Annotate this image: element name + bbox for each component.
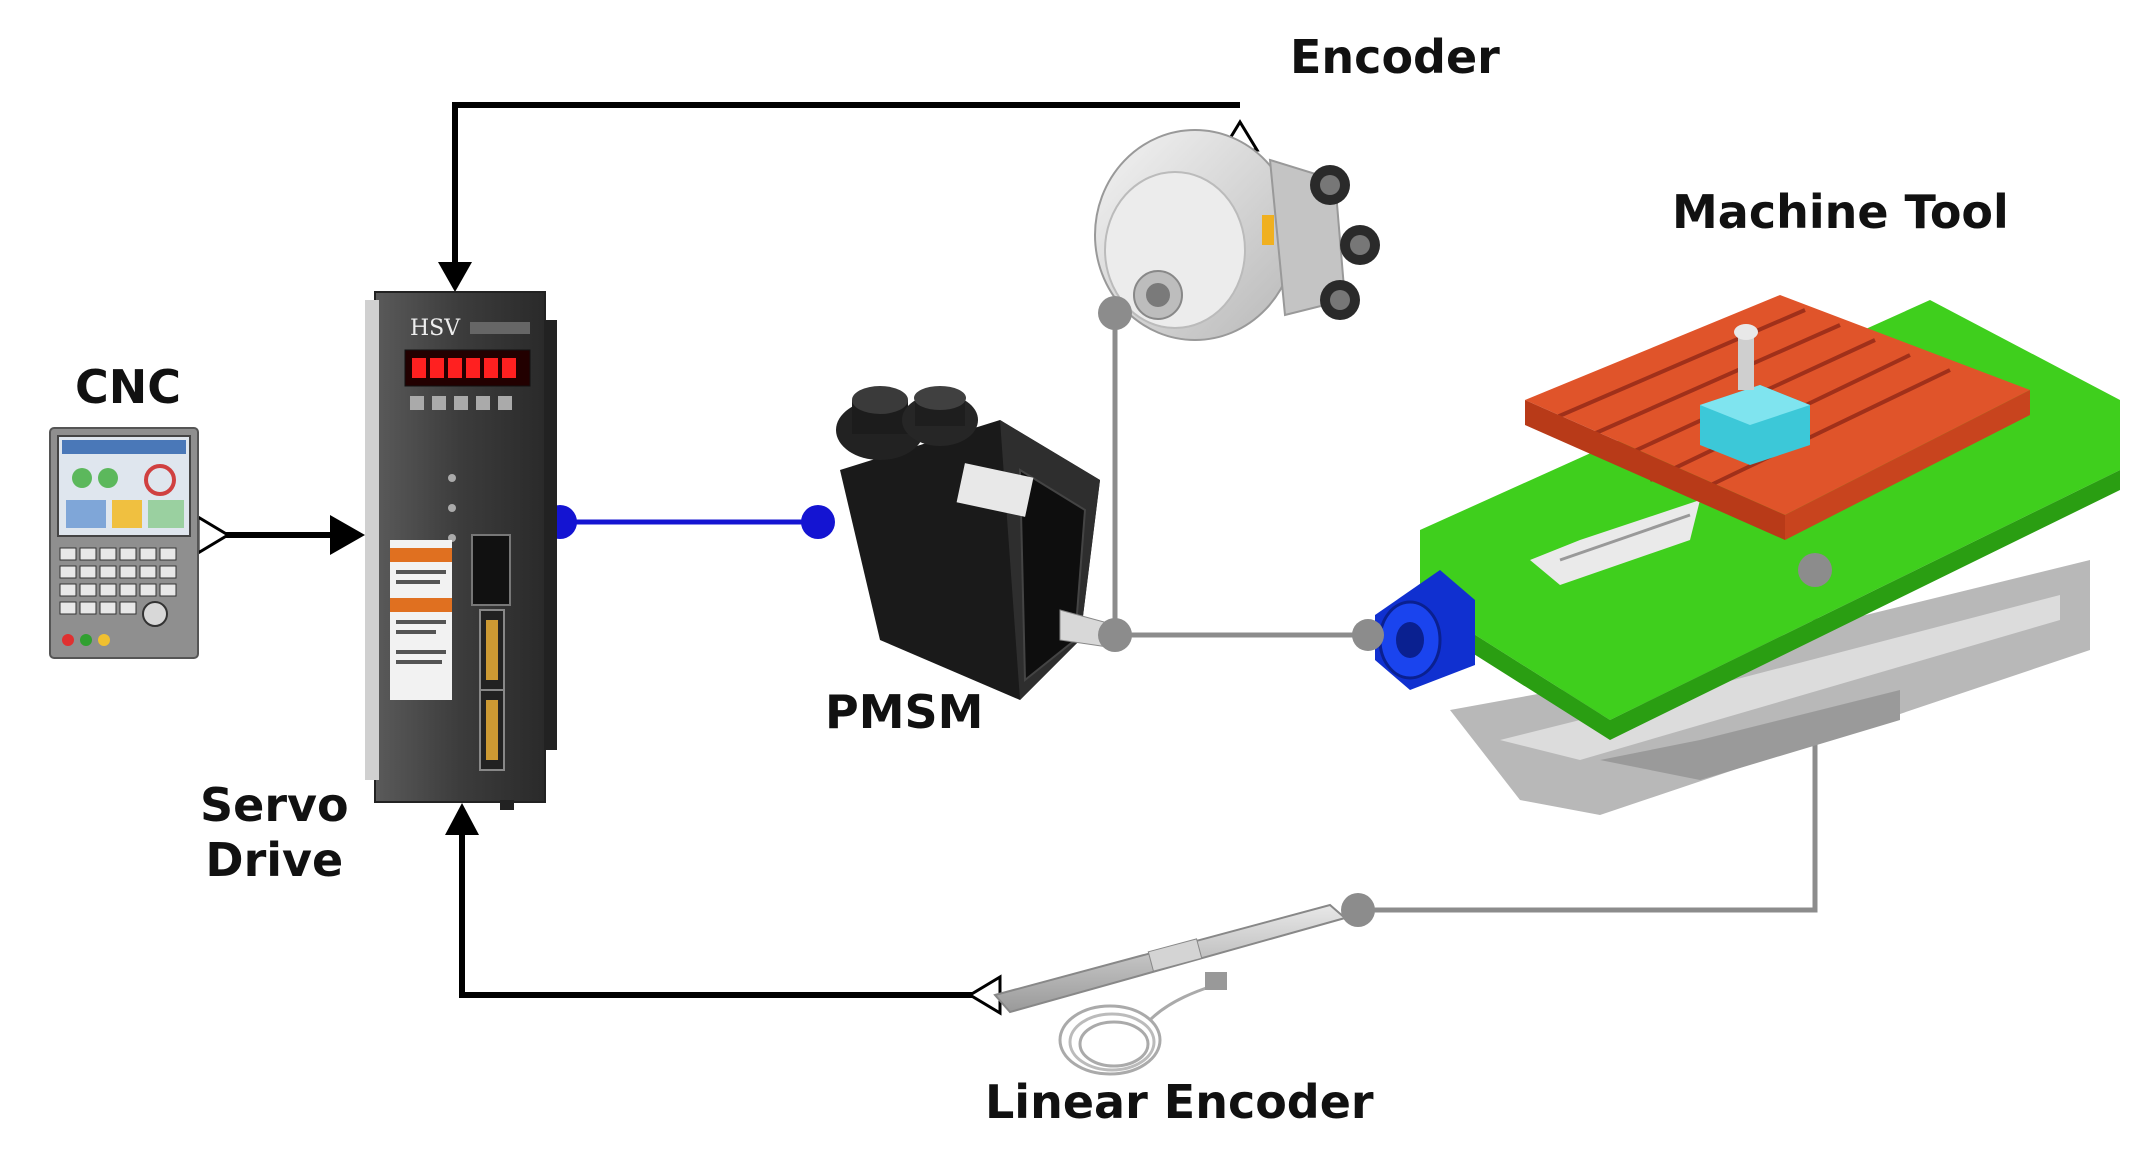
servo-drive-label: Servo Drive <box>200 778 349 888</box>
mechanical-nodes <box>1098 296 1832 927</box>
servo-label-line1: Servo <box>200 778 349 832</box>
svg-text:HSV: HSV <box>410 316 461 341</box>
encoder-label: Encoder <box>1290 30 1500 84</box>
cnc-output-port-icon <box>196 514 231 556</box>
encoder-shaft-node <box>1098 296 1132 330</box>
linear-encoder-icon <box>993 903 1348 1076</box>
linear-encoder-node <box>1341 893 1375 927</box>
table-node <box>1798 553 1832 587</box>
cnc-command-line <box>196 514 365 556</box>
machine-tool-icon <box>1352 295 2120 815</box>
cnc-label: CNC <box>75 360 182 414</box>
motor-input-node <box>801 505 835 539</box>
servo-label-line2: Drive <box>205 833 344 888</box>
linear-encoder-feedback-line <box>445 803 1002 1016</box>
power-line <box>543 505 835 539</box>
servo-drive-icon: HSV <box>365 291 557 810</box>
motor-icon <box>836 386 1116 700</box>
machine-tool-label: Machine Tool <box>1672 185 2009 239</box>
cnc-controller-icon <box>49 427 199 659</box>
rotary-encoder-icon <box>1094 129 1380 341</box>
linear-encoder-label: Linear Encoder <box>985 1075 1374 1129</box>
motor-shaft-node <box>1098 618 1132 652</box>
pmsm-label: PMSM <box>825 685 984 739</box>
